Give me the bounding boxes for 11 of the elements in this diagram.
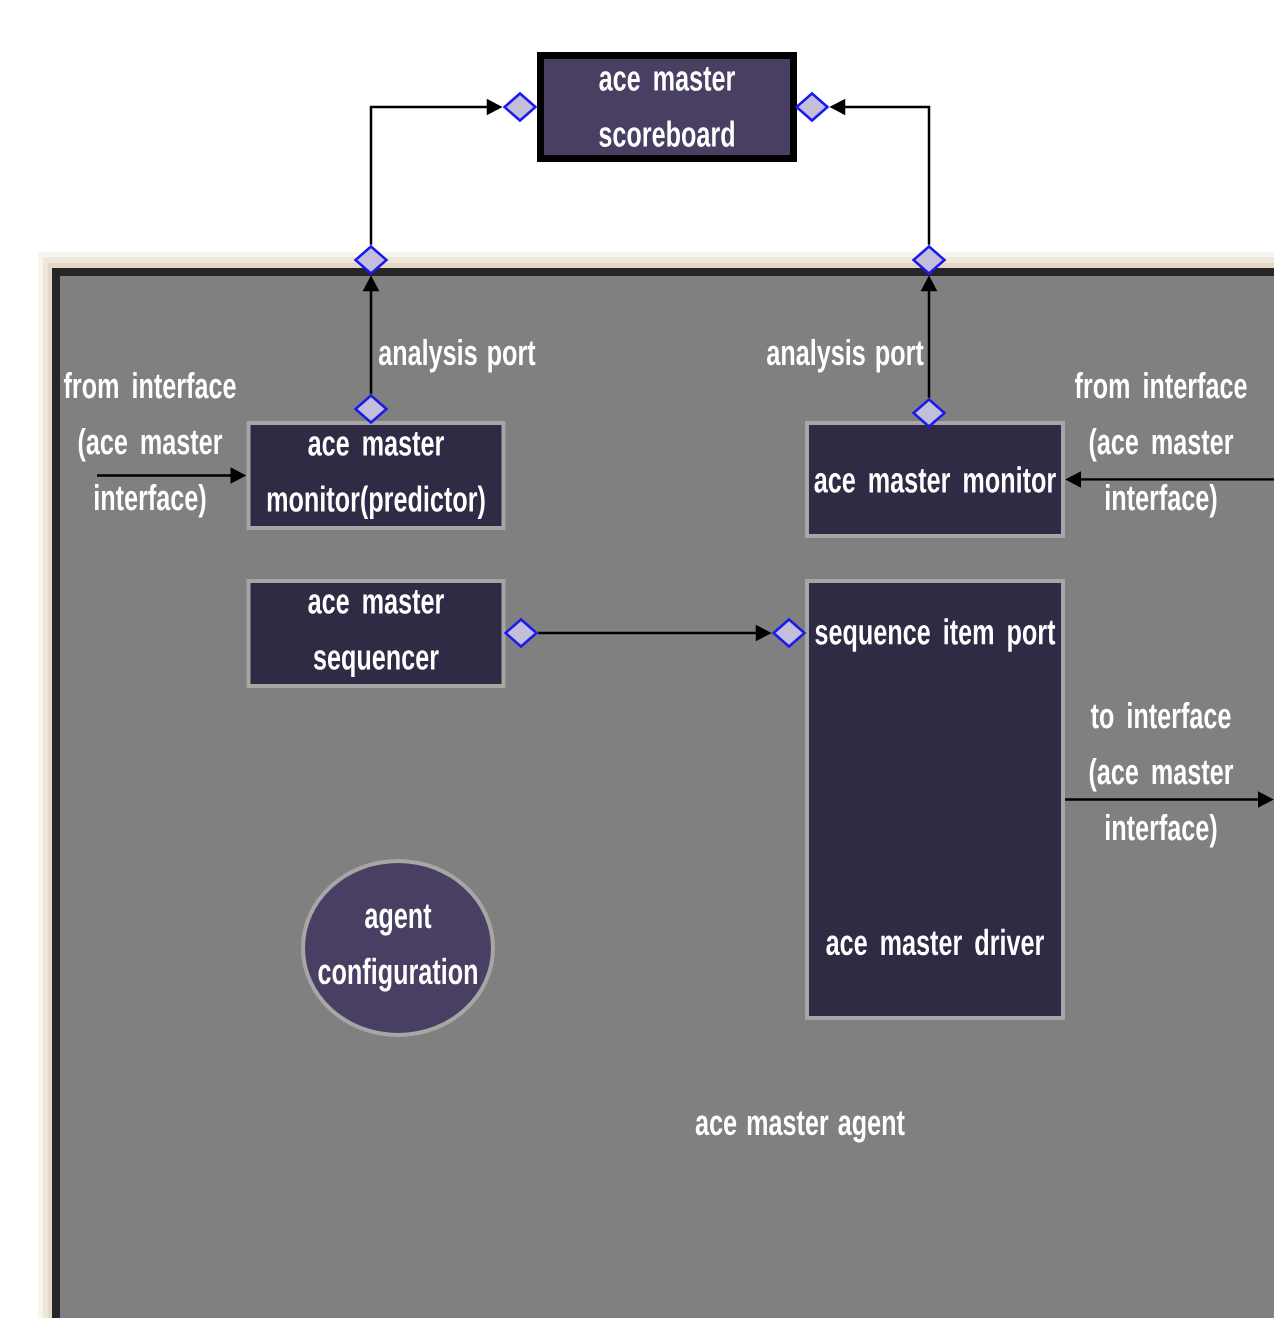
edge-label: from interface (ace master interface): [63, 372, 236, 518]
panel-title: ace master agent: [695, 1111, 905, 1143]
scoreboard-box: ace master scoreboard: [537, 52, 797, 162]
driver-box: sequence item port ace master driver: [805, 579, 1065, 1020]
sequencer-box: ace master sequencer: [246, 579, 506, 688]
monitor-box: ace master monitor: [805, 421, 1065, 538]
edge-label: from interface (ace master interface): [1074, 372, 1247, 518]
edge-label: analysis port: [767, 338, 924, 373]
edge-label: to interface (ace master interface): [1089, 702, 1234, 848]
edge-label: analysis port: [378, 338, 536, 373]
monitor-box: ace master monitor(predictor): [246, 421, 506, 530]
